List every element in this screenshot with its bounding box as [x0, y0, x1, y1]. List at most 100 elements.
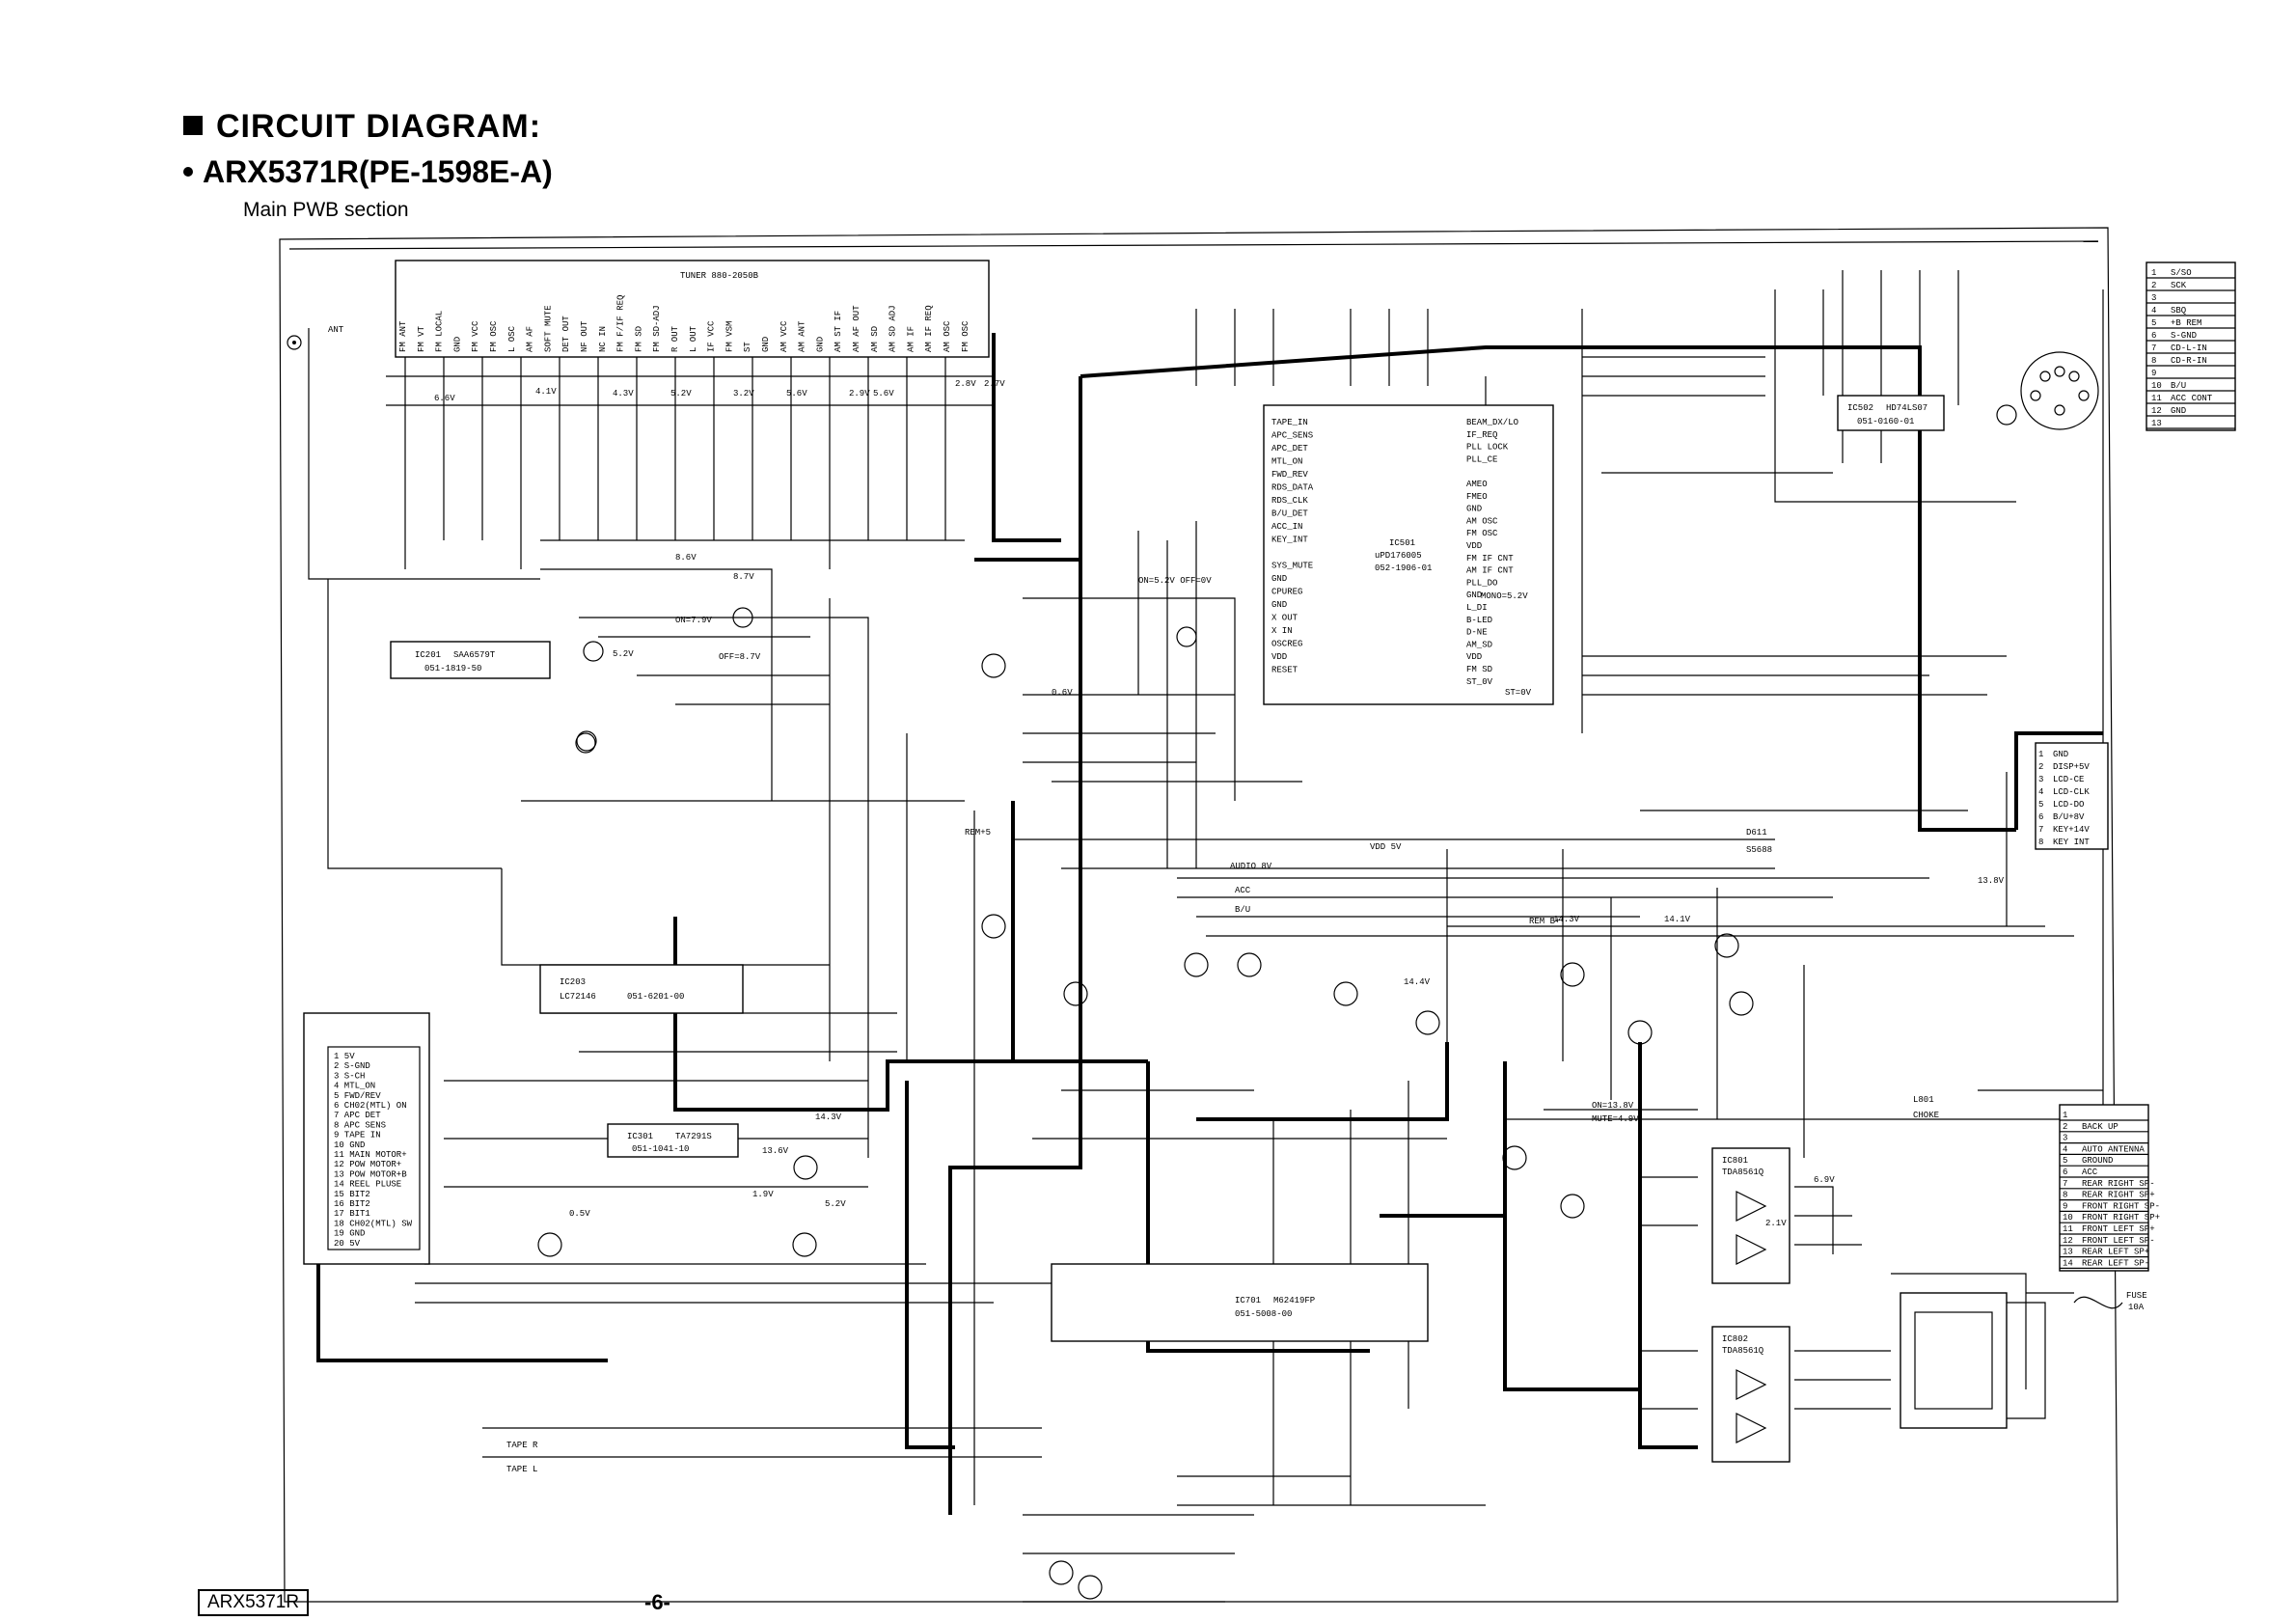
ic501-pin-label: BEAM_DX/LO — [1466, 418, 1518, 427]
voltage-label: 5.2V — [670, 389, 692, 398]
cassette-pin-row: 8 APC SENS — [334, 1120, 386, 1130]
ic203-code: 051-6201-00 — [627, 992, 684, 1002]
ic501-pin-label: L_DI — [1466, 603, 1488, 613]
ic501-pin-label: GND — [1466, 591, 1482, 600]
lcd-pin-number: 6 — [2038, 812, 2043, 822]
footer-model-box: ARX5371R — [198, 1589, 310, 1616]
cd-pin-number: 5 — [2151, 318, 2156, 328]
footer-page-number: -6- — [644, 1590, 670, 1614]
cd-pin-name: SCK — [2171, 281, 2187, 290]
cd-pin-number: 9 — [2151, 369, 2156, 378]
ic203-pll: IC203 LC72146 051-6201-00 — [539, 964, 744, 1014]
voltage-label: 6.9V — [1814, 1175, 1835, 1185]
tuner-pin-label: FM F/IF REQ — [616, 295, 626, 352]
tuner-pin-label: GND — [815, 337, 825, 352]
harness-pin-number: 14 — [2063, 1258, 2073, 1268]
tuner-pin-label: AM SD ADJ — [888, 305, 898, 352]
harness-pin-number: 2 — [2063, 1122, 2067, 1132]
cassette-pin-row: 3 S-CH — [334, 1071, 365, 1081]
cd-pin-name: S/SO — [2171, 268, 2192, 278]
ic502-id: IC502 — [1847, 403, 1873, 413]
tuner-pin-label: FM OSC — [961, 320, 970, 352]
voltage-label: 5.2V — [825, 1199, 846, 1209]
section-label: Main PWB section — [243, 199, 409, 221]
ic301-code: 051-1041-10 — [632, 1144, 689, 1154]
ic501-pin-label: PLL LOCK — [1466, 443, 1509, 453]
tuner-pin-label: GND — [761, 337, 771, 352]
ic201-id: IC201 — [415, 650, 441, 660]
ic501-part: uPD176005 — [1375, 551, 1422, 561]
ic501-pin-label: AM_SD — [1466, 640, 1492, 649]
ic501-pin-label: AM IF CNT — [1466, 566, 1514, 576]
speaker-connector — [1900, 1292, 2046, 1429]
cassette-pin-row: 2 S-GND — [334, 1061, 370, 1071]
tuner-pin-label: AM IF — [906, 326, 916, 352]
ic501-pin-label: FM OSC — [1466, 529, 1498, 538]
ic501-pin-label: GND — [1466, 505, 1482, 514]
ic301-id: IC301 — [627, 1132, 653, 1141]
tuner-pin-label: NC IN — [598, 326, 608, 352]
tape-r-label: TAPE R — [506, 1441, 538, 1450]
cassette-pin-row: 10 GND — [334, 1140, 365, 1150]
cd-pin-name: B/U — [2171, 381, 2186, 391]
lcd-pin-number: 4 — [2038, 787, 2043, 797]
ic501-pin-label: ST_0V — [1466, 677, 1493, 687]
harness-pin-number: 1 — [2063, 1111, 2067, 1120]
cd-pin-name: GND — [2171, 406, 2186, 416]
cassette-pin-row: 16 BIT2 — [334, 1199, 370, 1209]
ic501-pin-label: B/U_DET — [1271, 509, 1308, 519]
voltage-label: 4.3V — [613, 389, 634, 398]
ic801-id: IC801 — [1722, 1156, 1748, 1166]
tuner-pin-label: SOFT MUTE — [543, 305, 553, 352]
voltage-label: 5.2V — [613, 649, 634, 659]
tuner-pin-label: FM ANT — [398, 320, 408, 352]
cassette-pin-row: 1 5V — [334, 1052, 355, 1061]
ic201-code: 051-1819-50 — [424, 664, 481, 673]
lcd-pin-name: LCD-CE — [2053, 775, 2084, 784]
rem-b-label: REM B+ — [1529, 917, 1560, 926]
ic501-id: IC501 — [1389, 538, 1415, 548]
ic501-pin-label: X IN — [1271, 626, 1293, 636]
diagram-title-text: CIRCUIT DIAGRAM: — [216, 108, 542, 145]
harness-pin-number: 5 — [2063, 1156, 2067, 1166]
title-bullet-icon — [183, 116, 203, 135]
harness-pin-number: 6 — [2063, 1168, 2067, 1177]
ic501-pin-label: X OUT — [1271, 614, 1298, 623]
lcd-pin-name: B/U+8V — [2053, 812, 2085, 822]
ic501-pin-label: APC_DET — [1271, 444, 1308, 453]
cd-pin-number: 1 — [2151, 268, 2156, 278]
ic502-part: HD74LS07 — [1886, 403, 1927, 413]
cd-pin-name: CD-L-IN — [2171, 343, 2207, 353]
voltage-label: 5.6V — [786, 389, 807, 398]
mute49-label: MUTE=4.9V — [1592, 1114, 1639, 1124]
harness-pin-name: REAR RIGHT SP- — [2082, 1179, 2155, 1189]
harness-pin-number: 3 — [2063, 1134, 2067, 1143]
lcd-pin-name: LCD-CLK — [2053, 787, 2090, 797]
harness-pin-number: 12 — [2063, 1236, 2073, 1246]
cd-pin-number: 10 — [2151, 381, 2162, 391]
harness-pin-name: REAR LEFT SP- — [2082, 1258, 2149, 1268]
lcd-pin-number: 8 — [2038, 838, 2043, 847]
ic301-part: TA7291S — [675, 1132, 712, 1141]
harness-pin-number: 13 — [2063, 1248, 2073, 1257]
vdd5v-label: VDD 5V — [1370, 842, 1402, 852]
voltage-label: 0.6V — [1052, 688, 1073, 698]
ic501-pin-label: APC_SENS — [1271, 431, 1313, 441]
harness-pin-number: 10 — [2063, 1213, 2073, 1223]
cd-pin-number: 11 — [2151, 394, 2162, 403]
tuner-pin-label: IF VCC — [707, 320, 717, 352]
antenna-label: ANT — [328, 325, 344, 335]
cd-pin-number: 4 — [2151, 306, 2156, 316]
ic701-part: M62419FP — [1273, 1296, 1315, 1305]
ic701-code: 051-5008-00 — [1235, 1309, 1292, 1319]
cd-pin-number: 8 — [2151, 356, 2156, 366]
harness-pin-name: AUTO ANTENNA — [2082, 1144, 2145, 1154]
tuner-pin-label: L OSC — [507, 325, 517, 352]
cd-pin-name: SBQ — [2171, 306, 2186, 316]
voltage-label: 5.6V — [873, 389, 894, 398]
ic501-code: 052-1906-01 — [1375, 563, 1432, 573]
l801-label: L801 — [1913, 1095, 1934, 1105]
